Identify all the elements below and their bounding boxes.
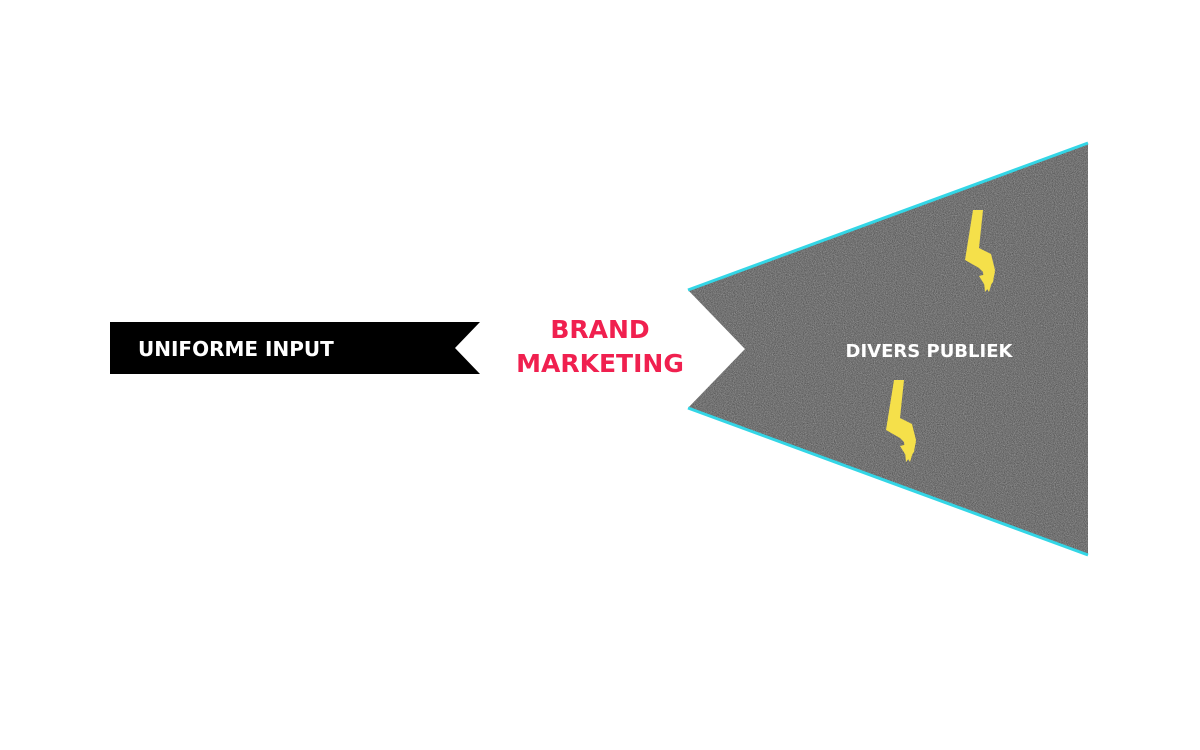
audience-label: DIVERS PUBLIEK bbox=[846, 341, 1014, 362]
center-label-line2: MARKETING bbox=[516, 349, 684, 378]
lightning-bolt-icon bbox=[886, 380, 916, 462]
input-band bbox=[110, 322, 480, 374]
lightning-bolt-icon bbox=[965, 210, 995, 292]
center-label-line1: BRAND bbox=[550, 315, 649, 344]
audience-shape bbox=[687, 141, 1089, 557]
input-label: UNIFORME INPUT bbox=[138, 337, 334, 361]
